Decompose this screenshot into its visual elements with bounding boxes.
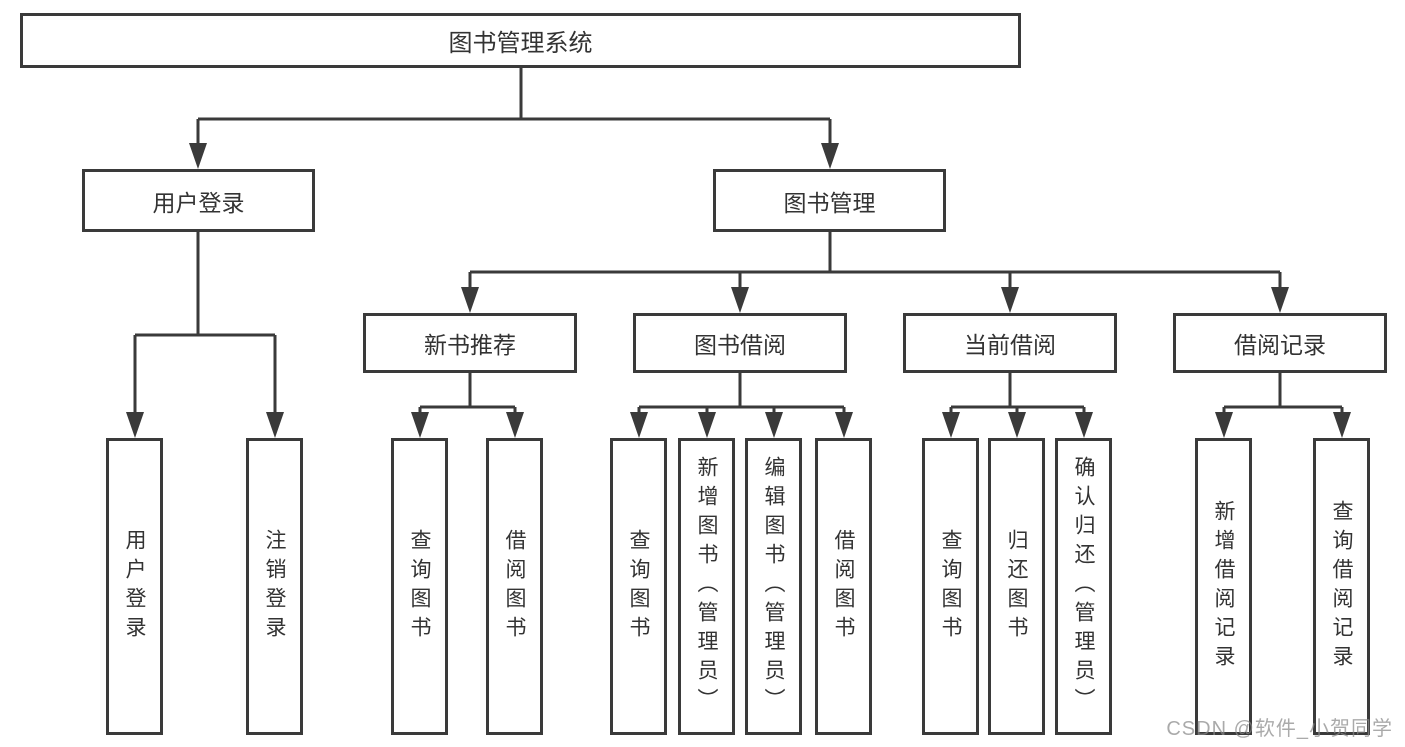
node-new-book-recommend: 新书推荐 (363, 313, 577, 373)
leaf-query-books-current: 查询图书 (922, 438, 979, 735)
node-book-borrow-label: 图书借阅 (694, 332, 786, 358)
leaf-add-borrow-record: 新增借阅记录 (1195, 438, 1252, 735)
leaf-add-borrow-record-label: 新增借阅记录 (1212, 499, 1235, 674)
leaf-query-books-borrow-label: 查询图书 (627, 528, 650, 645)
node-borrow-records: 借阅记录 (1173, 313, 1387, 373)
connector-arrowheads (126, 143, 1351, 438)
leaf-query-books-recommend-label: 查询图书 (408, 528, 431, 645)
leaf-edit-books-admin-label: 编辑图书（管理员） (762, 456, 785, 717)
node-root-label: 图书管理系统 (448, 30, 593, 57)
node-book-management: 图书管理 (713, 169, 946, 232)
leaf-user-login-label: 用户登录 (123, 528, 146, 645)
node-user-login: 用户登录 (82, 169, 315, 232)
leaf-borrow-books: 借阅图书 (815, 438, 872, 735)
leaf-confirm-return-admin: 确认归还（管理员） (1055, 438, 1112, 735)
leaf-user-login: 用户登录 (106, 438, 163, 735)
leaf-query-books-recommend: 查询图书 (391, 438, 448, 735)
node-root: 图书管理系统 (20, 13, 1021, 68)
leaf-query-books-borrow: 查询图书 (610, 438, 667, 735)
leaf-query-books-current-label: 查询图书 (939, 528, 962, 645)
leaf-return-books: 归还图书 (988, 438, 1045, 735)
leaf-borrow-books-recommend-label: 借阅图书 (503, 528, 526, 645)
leaf-return-books-label: 归还图书 (1005, 528, 1028, 645)
node-user-login-label: 用户登录 (152, 189, 245, 216)
leaf-logout-label: 注销登录 (263, 528, 286, 645)
node-current-borrow-label: 当前借阅 (964, 332, 1056, 358)
leaf-add-books-admin: 新增图书（管理员） (678, 438, 735, 735)
node-new-book-recommend-label: 新书推荐 (424, 332, 516, 358)
leaf-edit-books-admin: 编辑图书（管理员） (745, 438, 802, 735)
leaf-confirm-return-admin-label: 确认归还（管理员） (1072, 456, 1095, 717)
node-borrow-records-label: 借阅记录 (1234, 332, 1326, 358)
leaf-borrow-books-recommend: 借阅图书 (486, 438, 543, 735)
leaf-query-borrow-record-label: 查询借阅记录 (1330, 499, 1353, 674)
leaf-borrow-books-label: 借阅图书 (832, 528, 855, 645)
node-book-borrow: 图书借阅 (633, 313, 847, 373)
leaf-query-borrow-record: 查询借阅记录 (1313, 438, 1370, 735)
node-current-borrow: 当前借阅 (903, 313, 1117, 373)
leaf-logout: 注销登录 (246, 438, 303, 735)
csdn-watermark: CSDN @软件_小贺同学 (1166, 718, 1393, 740)
node-book-management-label: 图书管理 (783, 189, 876, 216)
leaf-add-books-admin-label: 新增图书（管理员） (695, 456, 718, 717)
